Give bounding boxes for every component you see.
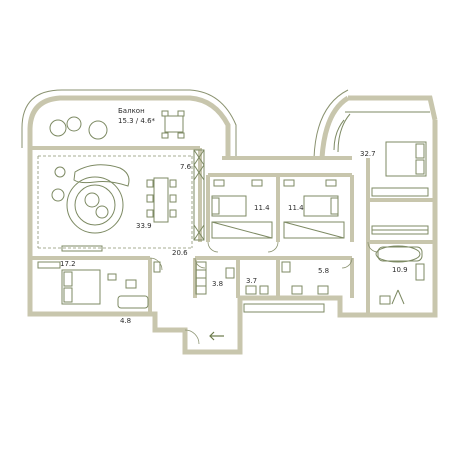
kitchen-cabinets bbox=[193, 149, 205, 241]
toilet bbox=[259, 285, 269, 295]
room-label-kids-2: 11.4 bbox=[288, 204, 304, 212]
round-sofa bbox=[74, 184, 116, 226]
washer bbox=[225, 267, 235, 279]
room-label-bedroom-left: 17.2 bbox=[60, 260, 76, 268]
room-labels: 33.9 7.6 20.6 17.2 4.8 11.4 11.4 32.7 10… bbox=[60, 150, 408, 325]
pillow bbox=[63, 287, 73, 303]
desk bbox=[283, 179, 295, 187]
balcony-stool bbox=[177, 110, 185, 117]
coffee-table bbox=[95, 205, 109, 219]
inner-walls bbox=[30, 146, 435, 315]
toilet bbox=[317, 285, 329, 295]
balcony-chair bbox=[66, 116, 82, 132]
utility-fixtures bbox=[195, 261, 329, 313]
room-label-bath-left: 4.8 bbox=[120, 317, 131, 325]
master-bath-fixtures bbox=[375, 245, 425, 305]
balcony-chair bbox=[49, 119, 67, 137]
wardrobe bbox=[37, 261, 61, 269]
room-label-master-bath: 10.9 bbox=[392, 266, 408, 274]
wardrobe bbox=[371, 187, 429, 197]
dining-table bbox=[153, 177, 169, 223]
room-label-hall: 20.6 bbox=[172, 249, 188, 257]
bed bbox=[211, 195, 247, 217]
balcony-stool bbox=[177, 132, 185, 139]
pillow bbox=[63, 271, 73, 287]
bathtub-frame bbox=[377, 246, 423, 262]
nightstand bbox=[107, 273, 117, 281]
master-furniture bbox=[371, 141, 429, 235]
balcony-stool bbox=[161, 132, 169, 139]
right-balcony-rail bbox=[333, 111, 430, 153]
toilet bbox=[153, 261, 161, 273]
dining-chair bbox=[169, 194, 177, 203]
bed bbox=[303, 195, 339, 217]
tv-console bbox=[61, 245, 103, 252]
wardrobe bbox=[283, 221, 345, 239]
sink bbox=[125, 279, 137, 289]
balcony-label-group: Балкон 15.3 / 4.6* bbox=[118, 107, 156, 125]
nightstand bbox=[325, 179, 337, 187]
armchair bbox=[51, 188, 65, 202]
dining-chair bbox=[169, 179, 177, 188]
round-rug bbox=[66, 176, 124, 234]
outer-walls bbox=[27, 95, 438, 355]
storage bbox=[243, 303, 325, 313]
door-swings bbox=[149, 241, 379, 345]
room-label-wc-1: 3.7 bbox=[246, 277, 257, 285]
dining-chair bbox=[146, 194, 154, 203]
wardrobe bbox=[211, 221, 273, 239]
pillow bbox=[415, 159, 425, 175]
balcony-stool bbox=[161, 110, 169, 117]
entrance-arrow-icon bbox=[209, 331, 224, 341]
bed bbox=[61, 269, 101, 305]
room-label-master: 32.7 bbox=[360, 150, 376, 158]
bathtub bbox=[117, 295, 149, 309]
dining-chair bbox=[146, 209, 154, 218]
bed bbox=[385, 141, 427, 177]
balcony-chair bbox=[88, 120, 108, 140]
room-label-living: 33.9 bbox=[136, 222, 152, 230]
coffee-table bbox=[84, 192, 100, 208]
pillow bbox=[211, 197, 220, 215]
dining-chair bbox=[169, 209, 177, 218]
balcony-outline bbox=[21, 89, 349, 159]
curved-sofa bbox=[73, 164, 130, 187]
pillow bbox=[330, 197, 339, 215]
pillow bbox=[415, 143, 425, 159]
desk bbox=[251, 179, 263, 187]
dining-furniture bbox=[146, 149, 205, 241]
side-table bbox=[54, 166, 66, 178]
kids-2-furniture bbox=[283, 179, 345, 239]
room-label-laundry: 3.8 bbox=[212, 280, 223, 288]
room-label-wc-2: 5.8 bbox=[318, 267, 329, 275]
bedroom-left-furniture bbox=[37, 261, 117, 305]
sink bbox=[245, 285, 257, 295]
balcony-name: Балкон bbox=[118, 107, 145, 115]
room-label-kids-1: 11.4 bbox=[254, 204, 270, 212]
balcony-table bbox=[164, 115, 184, 133]
balcony-area: 15.3 / 4.6* bbox=[118, 117, 156, 125]
bathtub bbox=[375, 245, 421, 263]
kids-1-furniture bbox=[211, 179, 273, 239]
nightstand bbox=[213, 179, 225, 187]
toilet bbox=[379, 295, 391, 305]
living-furniture bbox=[51, 164, 130, 252]
dashed-divider bbox=[37, 155, 193, 249]
washer bbox=[281, 261, 291, 273]
room-label-dining: 7.6 bbox=[180, 163, 192, 171]
bath-left-fixtures bbox=[117, 261, 161, 309]
vanity bbox=[415, 263, 425, 281]
dining-chair bbox=[146, 179, 154, 188]
sink bbox=[291, 285, 303, 295]
balcony-furniture bbox=[49, 110, 185, 140]
